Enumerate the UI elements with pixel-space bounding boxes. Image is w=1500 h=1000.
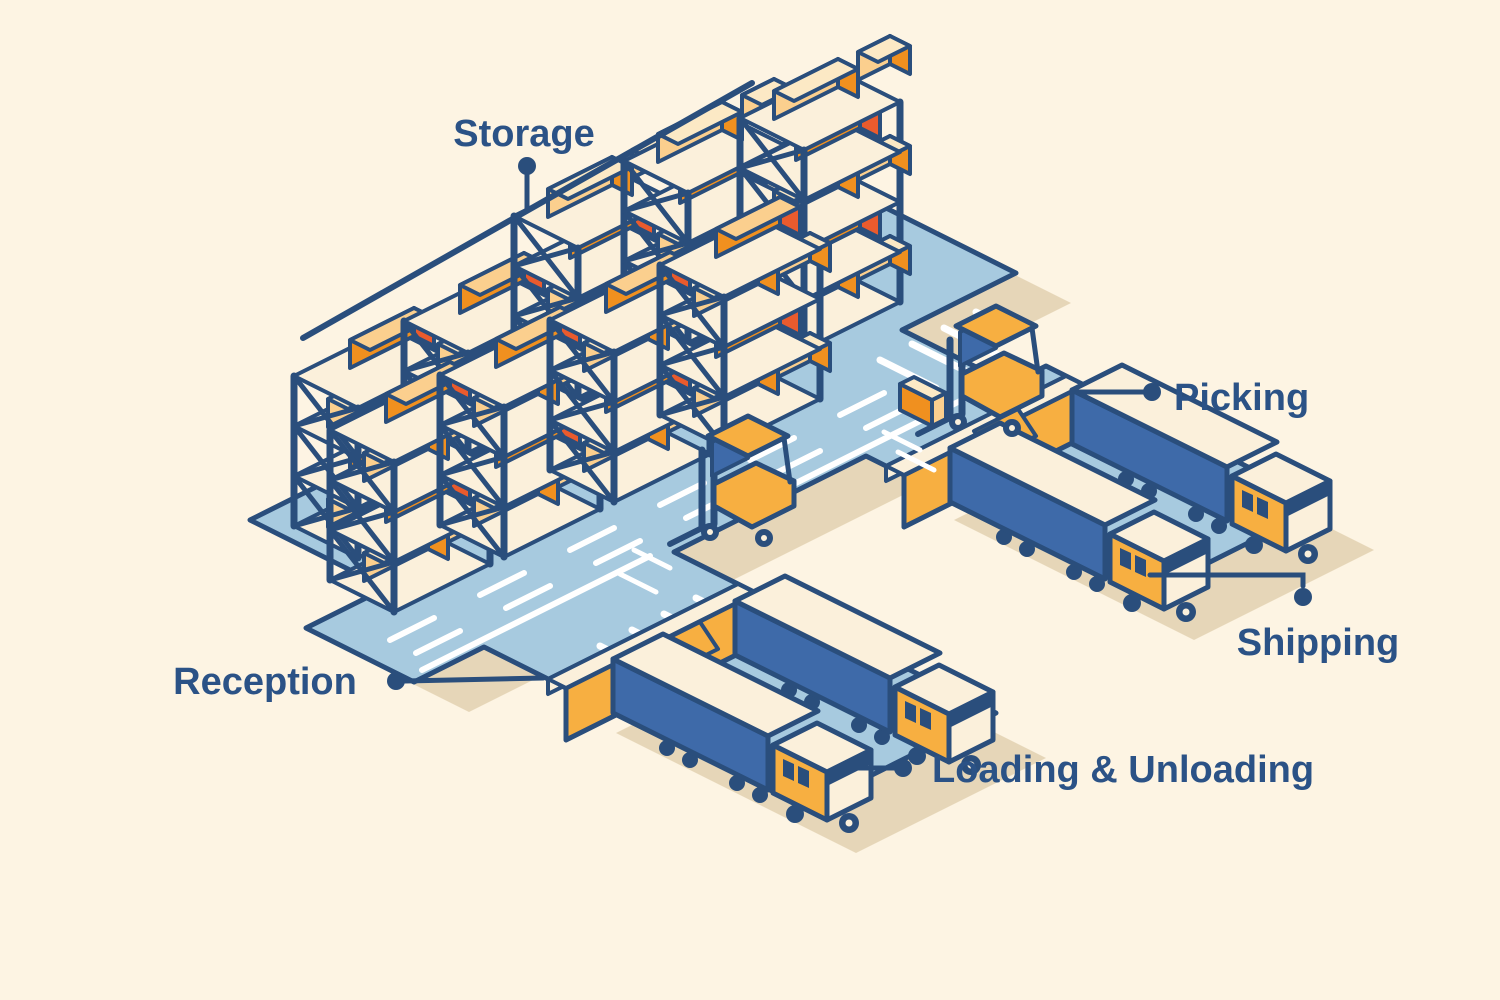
picking-label: Picking (1174, 377, 1309, 419)
storage-label: Storage (453, 113, 594, 155)
reception-callout-line (402, 675, 546, 684)
storage-callout-dot (518, 157, 536, 175)
shipping-callout-dot (1294, 588, 1312, 606)
forklift-aisle (617, 416, 794, 595)
loading-callout-dot (894, 759, 912, 777)
shipping-label: Shipping (1237, 622, 1400, 664)
reception-callout-dot (387, 672, 405, 690)
shipping-callout-line (1147, 572, 1306, 589)
picking-callout-dot (1143, 383, 1161, 401)
forklift-picking (881, 306, 1042, 473)
loading-unloading-label: Loading & Unloading (932, 749, 1314, 791)
loading-dock (546, 576, 999, 833)
reception-label: Reception (173, 661, 357, 703)
callouts: Storage Picking Shipping Reception Loadi… (173, 80, 1400, 791)
